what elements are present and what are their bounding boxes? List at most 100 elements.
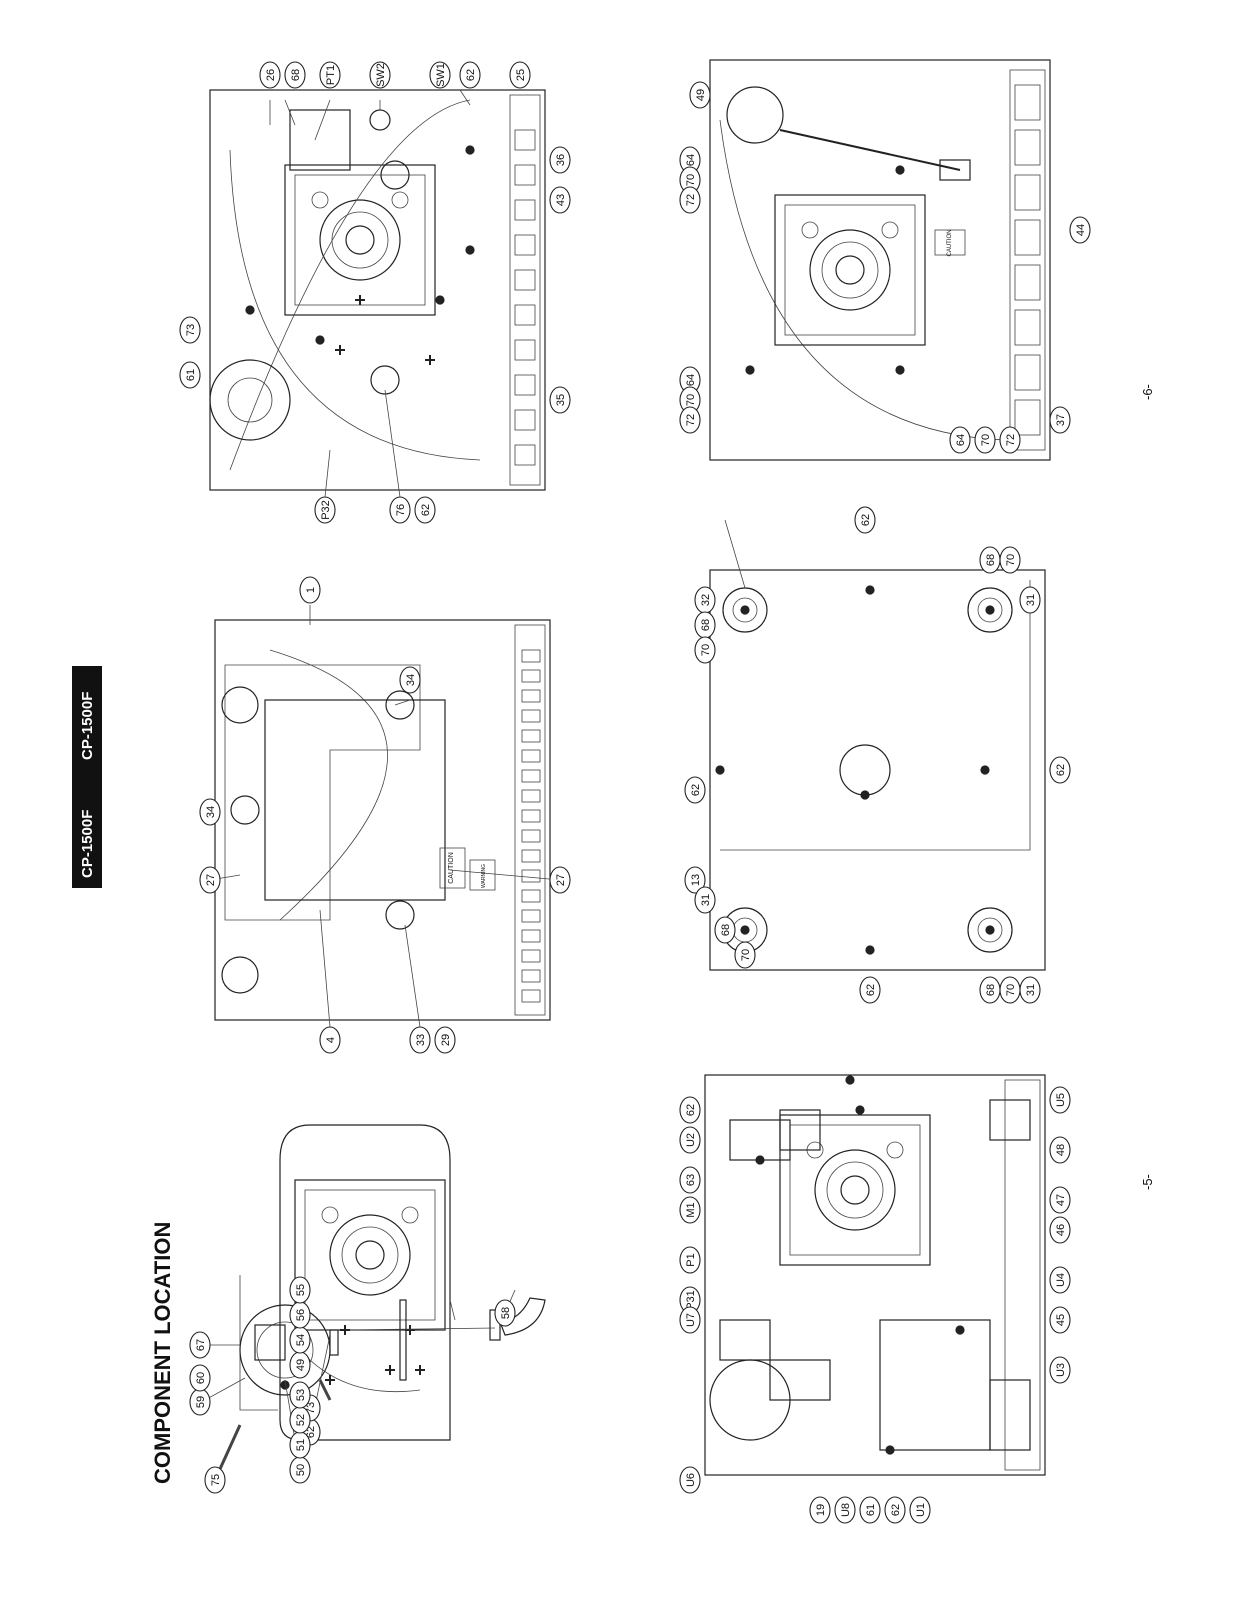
callout-bubble <box>429 61 451 89</box>
callout-bubble <box>189 1331 211 1359</box>
callout: 58 <box>494 1299 516 1327</box>
chassis-top-outline <box>209 89 546 491</box>
callout-bubble <box>859 976 881 1004</box>
callout: 70 <box>999 546 1021 574</box>
front-key <box>521 869 541 883</box>
front-button <box>1014 354 1041 391</box>
callout-bubble <box>909 1496 931 1524</box>
alignment-mark <box>335 345 345 355</box>
callout-bubble <box>809 1496 831 1524</box>
callout: 52 <box>289 1406 311 1434</box>
callout-bubble <box>679 406 701 434</box>
screw <box>985 925 995 935</box>
callout: 44 <box>1069 216 1091 244</box>
motor-screw <box>881 221 899 239</box>
bottom-outline <box>709 569 1046 971</box>
cover-recess <box>224 664 421 921</box>
m1-block <box>779 1109 821 1151</box>
screw <box>955 1325 965 1335</box>
switch-block <box>514 199 536 221</box>
screw <box>860 790 870 800</box>
screw <box>245 305 255 315</box>
alignment-mark <box>415 1365 425 1375</box>
callout-label: 61 <box>185 369 197 381</box>
callout-label: 62 <box>1055 764 1067 776</box>
callout-bubble <box>199 866 221 894</box>
callout: PT1 <box>319 61 341 89</box>
arm-lift-plate <box>254 1324 286 1361</box>
u8-board <box>769 1359 831 1401</box>
callout-label: 43 <box>555 194 567 206</box>
callout: 62 <box>684 776 706 804</box>
caution-plate <box>934 229 966 256</box>
callout: 68 <box>979 546 1001 574</box>
front-button <box>1014 129 1041 166</box>
chassis-outline <box>279 1124 451 1441</box>
motor-plate-inner <box>304 1189 436 1321</box>
leader-line <box>324 449 331 498</box>
callout-label: 45 <box>1055 1314 1067 1326</box>
callout-bubble <box>679 1166 701 1194</box>
callout-bubble <box>679 1096 701 1124</box>
callout-label: 55 <box>295 1284 307 1296</box>
switch-block <box>514 129 536 151</box>
bottom-rib <box>720 580 1031 851</box>
callout-label: 31 <box>1025 594 1037 606</box>
callout-label: 49 <box>295 1359 307 1371</box>
motor-plate <box>284 164 436 316</box>
screw <box>865 945 875 955</box>
callout-bubble <box>549 146 571 174</box>
callout-label: 68 <box>700 619 712 631</box>
u3-board <box>989 1379 1031 1451</box>
callout-label: 70 <box>1005 554 1017 566</box>
u1-board <box>879 1319 991 1451</box>
front-key <box>521 669 541 683</box>
callout-label: 76 <box>395 504 407 516</box>
callout: U1 <box>909 1496 931 1524</box>
callout-bubble <box>1049 1266 1071 1294</box>
callout: 60 <box>189 1364 211 1392</box>
callout: 31 <box>1019 976 1041 1004</box>
callout-label: 34 <box>205 806 217 818</box>
callout: 68 <box>979 976 1001 1004</box>
motor-screw <box>801 221 819 239</box>
callout: 54 <box>289 1326 311 1354</box>
leader-line <box>284 99 296 126</box>
callout-label: 62 <box>465 69 477 81</box>
callout: 62 <box>414 496 436 524</box>
front-button <box>1014 399 1041 436</box>
callout-label: 62 <box>890 1504 902 1516</box>
callout-bubble <box>549 186 571 214</box>
callout: 35 <box>549 386 571 414</box>
callout-label: 70 <box>685 394 697 406</box>
switch-block <box>514 444 536 466</box>
callout-bubble <box>1019 586 1041 614</box>
front-key <box>521 749 541 763</box>
callout: SW2 <box>369 61 391 89</box>
tonearm-base <box>209 359 291 441</box>
leader-line <box>449 869 561 881</box>
callout: P32 <box>314 496 336 524</box>
callout-bubble <box>679 1126 701 1154</box>
spindle <box>355 1240 385 1270</box>
spindle-ring-inner <box>331 211 389 269</box>
callout: 34 <box>399 666 421 694</box>
callout: 72 <box>679 186 701 214</box>
callout-label: U5 <box>1055 1093 1067 1107</box>
callout-label: 25 <box>515 69 527 81</box>
callout-label: 19 <box>815 1504 827 1516</box>
callout-label: 70 <box>685 174 697 186</box>
hinge-hole <box>230 795 260 825</box>
cover-window <box>264 699 446 901</box>
callout: 47 <box>1049 1186 1071 1214</box>
callout-bubble <box>714 916 736 944</box>
front-key <box>521 689 541 703</box>
callout-label: 64 <box>685 154 697 166</box>
front-button <box>1014 84 1041 121</box>
screw <box>465 145 475 155</box>
callout-bubble <box>854 506 876 534</box>
callout-label: 31 <box>700 894 712 906</box>
callout: 13 <box>684 866 706 894</box>
u7-board <box>719 1319 771 1361</box>
